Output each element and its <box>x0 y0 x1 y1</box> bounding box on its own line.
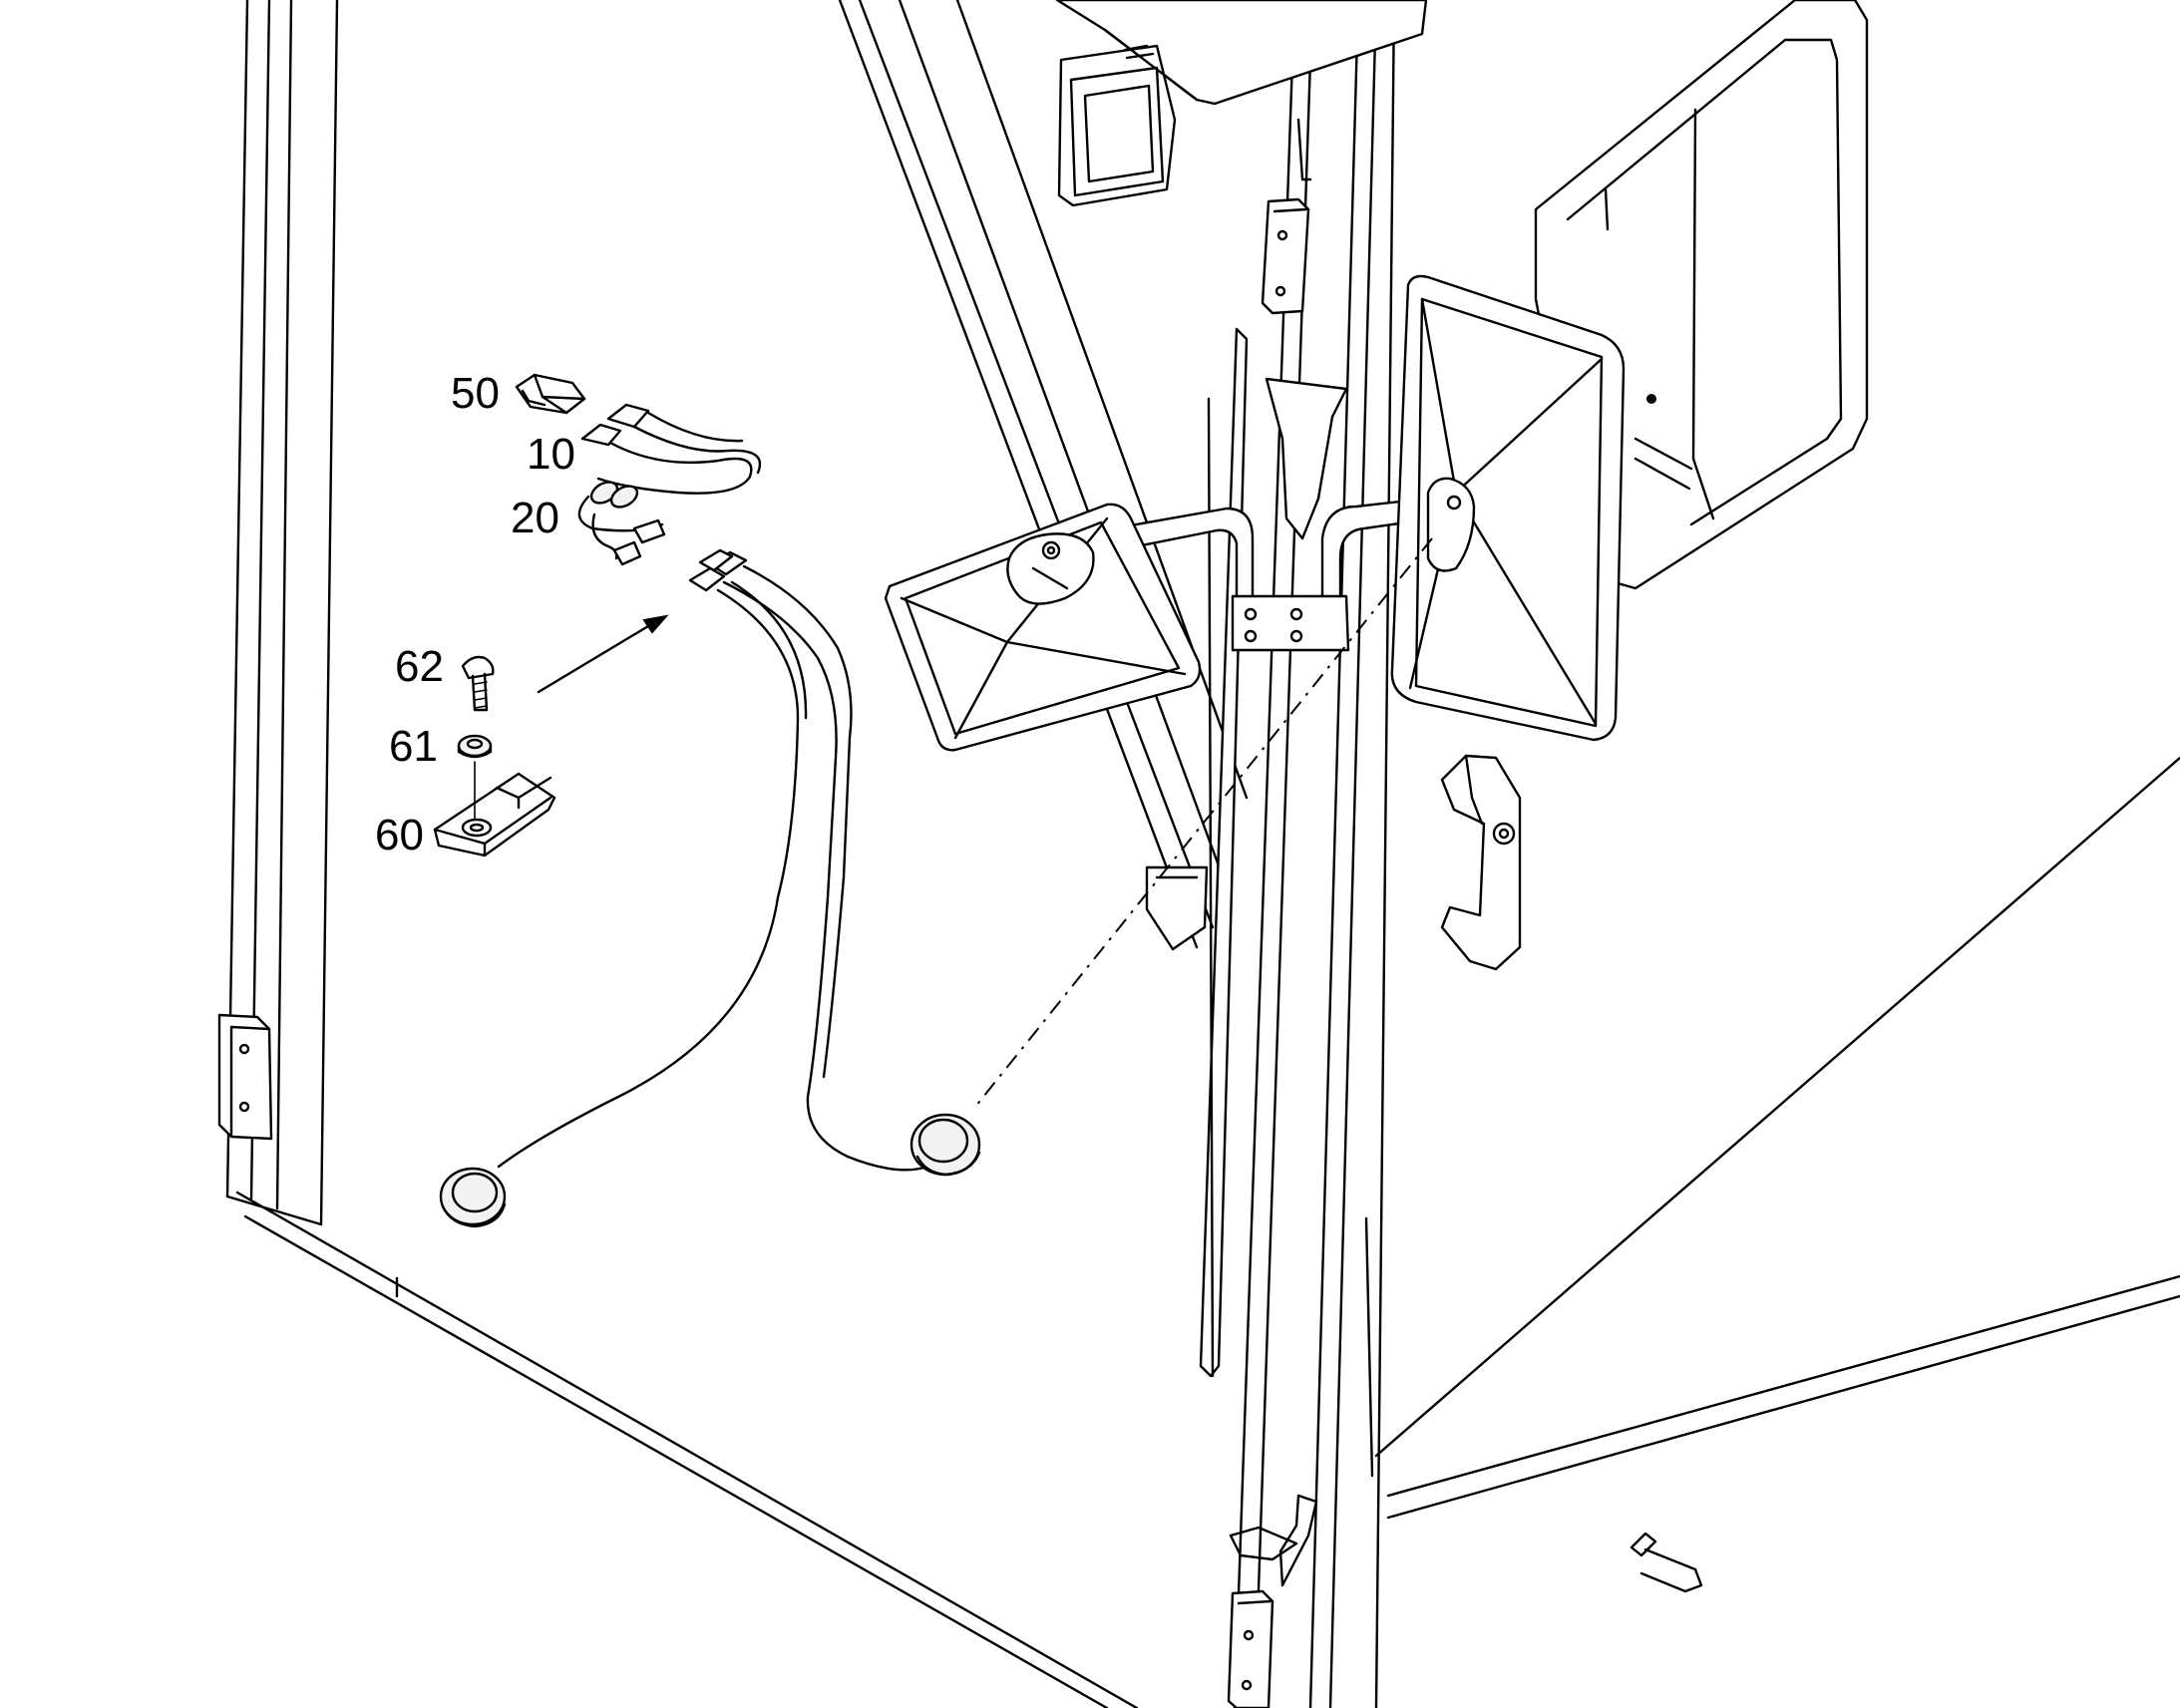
callout-62: 62 <box>395 642 444 691</box>
door-bolt <box>1630 1532 1703 1593</box>
callout-61: 61 <box>389 722 438 771</box>
windshield-pillar <box>838 0 1249 949</box>
cab-left-post <box>225 0 339 1226</box>
left-harness-cap <box>439 1167 507 1228</box>
pointer-arrow <box>537 614 669 694</box>
callout-10: 10 <box>527 430 575 479</box>
lower-clip <box>1227 1589 1274 1708</box>
mirror-heater-harness <box>497 548 929 1172</box>
right-mirror <box>1390 274 1626 742</box>
assembly-line <box>974 537 1433 1108</box>
upper-clip <box>1261 118 1312 315</box>
part-20-grommet-harness <box>577 481 666 566</box>
part-10-harness <box>580 403 762 495</box>
wiper-arm <box>1145 327 1348 1587</box>
door-lower-panels <box>1364 756 2180 1520</box>
left-mirror <box>884 503 1202 752</box>
part-61-washer <box>457 734 493 759</box>
part-62-screw <box>461 655 495 712</box>
cab-bottom-sill <box>235 1191 1139 1708</box>
part-50-connector-cap <box>515 373 586 415</box>
cab-door-edge <box>1233 0 1396 1708</box>
roof-work-lamp <box>1055 0 1428 207</box>
callout-60: 60 <box>375 811 424 859</box>
door-handle <box>1440 754 1522 971</box>
left-hinge-bracket <box>217 1013 273 1141</box>
callout-20: 20 <box>511 494 559 542</box>
part-60-clamp-bracket <box>433 761 556 857</box>
right-harness-cap <box>909 1113 981 1177</box>
callout-50: 50 <box>451 369 500 418</box>
